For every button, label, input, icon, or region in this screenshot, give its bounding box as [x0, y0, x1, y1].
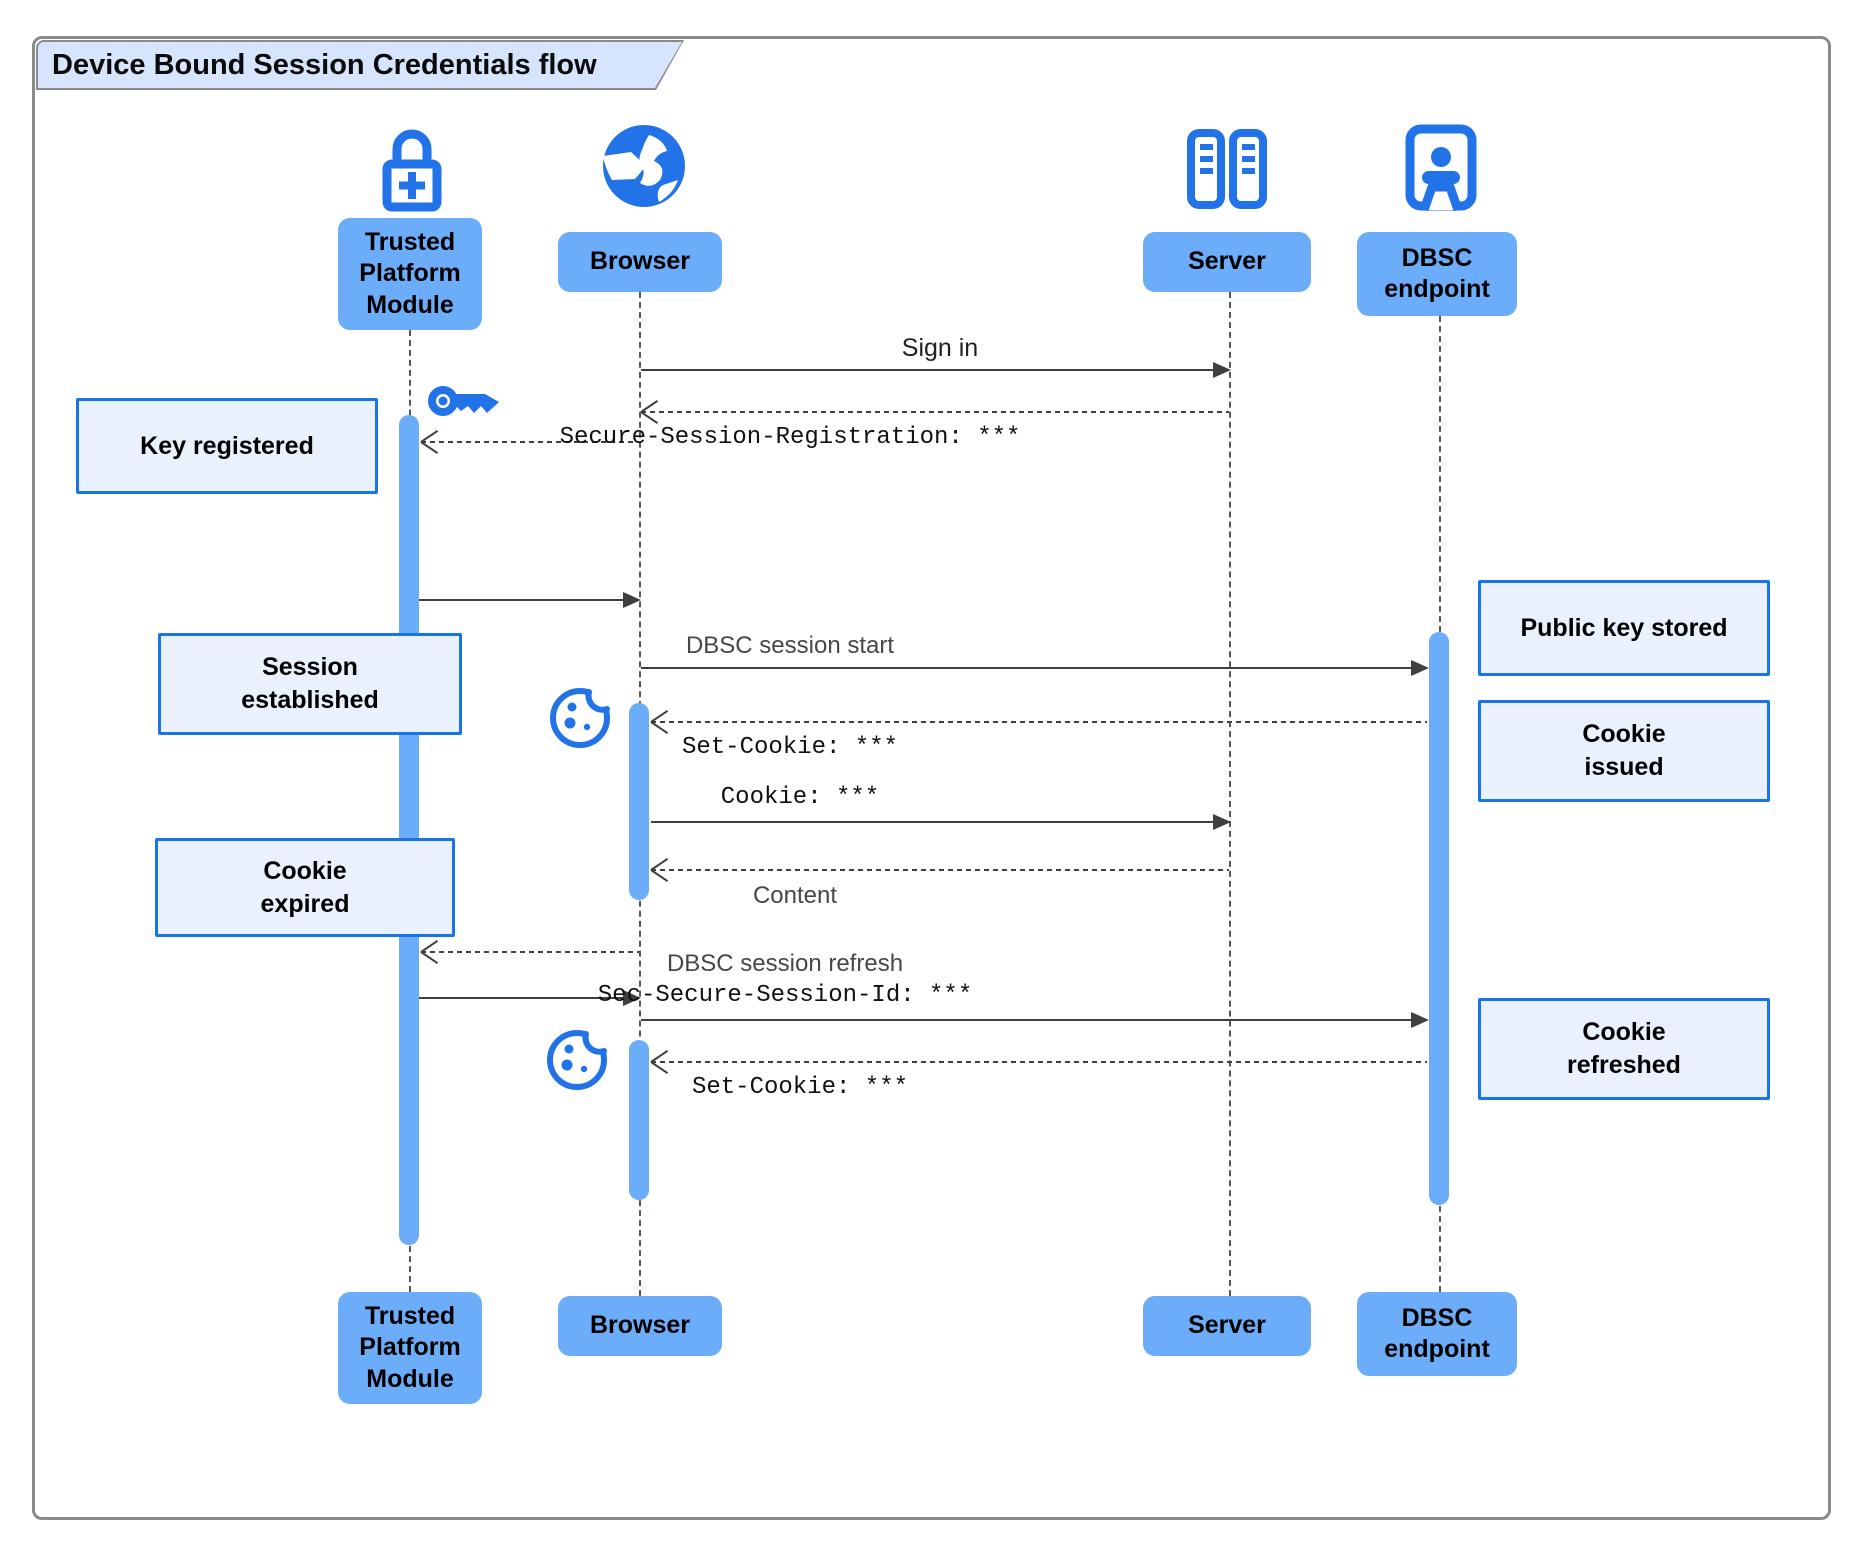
actor-top-server: Server — [1143, 232, 1311, 292]
note-key-registered: Key registered — [76, 398, 378, 494]
note-session-established: Session established — [158, 633, 462, 735]
actor-bottom-dbsc-endpoint: DBSC endpoint — [1357, 1292, 1517, 1376]
note-label: Cookie expired — [260, 856, 350, 918]
message-label-sign-in: Sign in — [901, 334, 979, 362]
cookie-icon — [550, 684, 614, 748]
actor-label: Server — [1188, 1311, 1266, 1340]
message-label-set-cookie-issue: Set-Cookie: *** — [681, 734, 899, 761]
activation-bar-browser-2 — [629, 1040, 649, 1200]
note-label: Public key stored — [1520, 613, 1728, 642]
cookie-icon — [547, 1026, 611, 1090]
message-set-cookie-issue — [650, 709, 1427, 735]
lock-plus-icon — [382, 129, 442, 212]
open-arrowhead-icon — [650, 857, 671, 883]
actor-top-tpm: Trusted Platform Module — [338, 218, 482, 330]
note-label: Cookie refreshed — [1567, 1018, 1681, 1079]
message-label-content-response: Content — [752, 882, 838, 909]
actor-bottom-browser: Browser — [558, 1296, 722, 1356]
note-cookie-refreshed: Cookie refreshed — [1478, 998, 1770, 1100]
message-label-sec-secure-session-id: Sec-Secure-Session-Id: *** — [597, 982, 973, 1009]
actor-top-browser: Browser — [558, 232, 722, 292]
lifeline-server — [1229, 292, 1231, 1296]
message-tpm-to-browser-proof — [419, 990, 641, 1006]
message-browser-to-tpm-refresh — [420, 939, 639, 965]
note-public-key-stored: Public key stored — [1478, 580, 1770, 676]
page-title: Device Bound Session Credentials flow — [38, 42, 682, 88]
actor-label: Trusted Platform Module — [359, 227, 461, 319]
open-arrowhead-icon — [650, 1049, 671, 1075]
message-label-secure-session-registration: Secure-Session-Registration: *** — [559, 424, 1021, 451]
actor-label: DBSC endpoint — [1384, 243, 1490, 304]
actor-bottom-server: Server — [1143, 1296, 1311, 1356]
arrowhead-icon — [1411, 660, 1429, 676]
message-tpm-to-browser-key — [419, 592, 641, 608]
note-label: Session established — [241, 653, 379, 714]
actor-label: Browser — [589, 1311, 691, 1340]
open-arrowhead-icon — [650, 709, 671, 735]
actor-label: Server — [1188, 247, 1266, 276]
actor-label: Browser — [589, 247, 691, 276]
message-label-set-cookie-refresh: Set-Cookie: *** — [691, 1074, 909, 1101]
note-cookie-issued: Cookie issued — [1478, 700, 1770, 802]
activation-bar-dbsc-endpoint — [1429, 632, 1449, 1205]
arrowhead-icon — [623, 990, 641, 1006]
message-dbsc-session-start — [641, 660, 1429, 676]
note-cookie-expired: Cookie expired — [155, 838, 455, 937]
arrowhead-icon — [1213, 814, 1231, 830]
message-label-dbsc-session-refresh: DBSC session refresh — [666, 950, 904, 977]
arrowhead-icon — [1213, 362, 1231, 378]
actor-label: Trusted Platform Module — [359, 1301, 461, 1393]
server-rack-icon — [1187, 129, 1267, 209]
message-label-cookie-request: Cookie: *** — [720, 784, 880, 811]
diagram-title-tab: Device Bound Session Credentials flow — [36, 40, 684, 90]
note-label: Cookie issued — [1582, 720, 1666, 781]
note-label: Key registered — [140, 431, 314, 460]
activation-bar-browser-1 — [629, 703, 649, 900]
activation-bar-tpm — [399, 415, 419, 1245]
message-secure-session-registration — [640, 399, 1229, 425]
message-label-dbsc-session-start: DBSC session start — [685, 632, 895, 659]
message-cookie-request — [651, 814, 1231, 830]
open-arrowhead-icon — [420, 939, 441, 965]
badge-person-icon — [1405, 124, 1477, 211]
globe-icon — [603, 125, 685, 207]
actor-label: DBSC endpoint — [1384, 1303, 1490, 1364]
open-arrowhead-icon — [420, 429, 441, 455]
actor-bottom-tpm: Trusted Platform Module — [338, 1292, 482, 1404]
open-arrowhead-icon — [640, 399, 661, 425]
arrowhead-icon — [1411, 1012, 1429, 1028]
arrowhead-icon — [623, 592, 641, 608]
message-dbsc-session-refresh — [641, 1012, 1429, 1028]
message-set-cookie-refresh — [650, 1049, 1427, 1075]
message-browser-to-tpm-register — [420, 429, 639, 455]
message-content-response — [650, 857, 1229, 883]
key-icon — [428, 386, 499, 416]
actor-top-dbsc-endpoint: DBSC endpoint — [1357, 232, 1517, 316]
message-sign-in — [641, 362, 1231, 378]
